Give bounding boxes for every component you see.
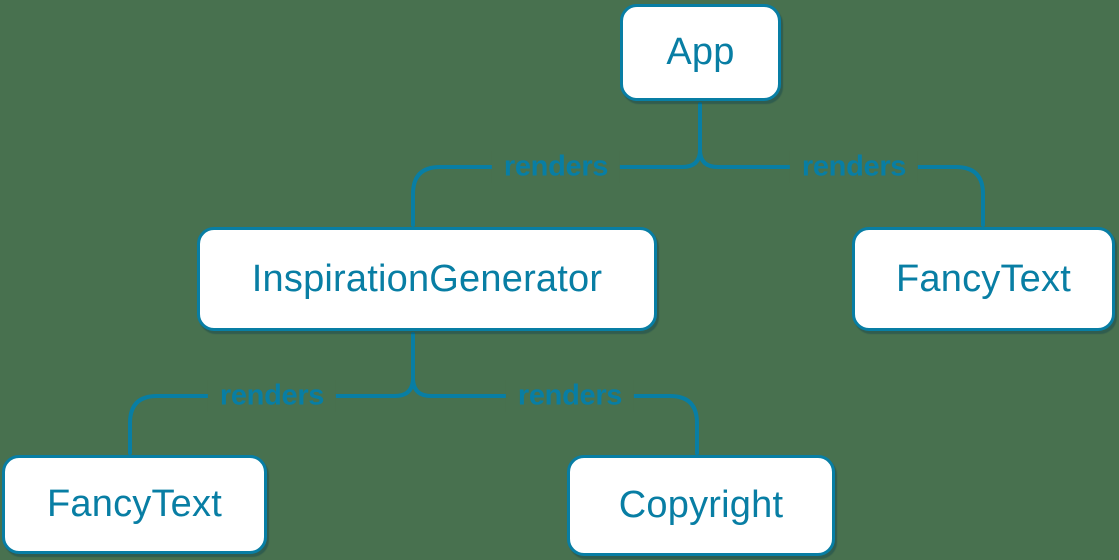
edge-label-renders-app-fancytext: renders xyxy=(789,150,919,184)
node-copyright: Copyright xyxy=(567,455,835,556)
edge-label-renders-inspirationgenerator-copyright: renders xyxy=(505,379,635,413)
node-app: App xyxy=(620,4,781,101)
node-app-label: App xyxy=(666,31,735,73)
node-copyright-label: Copyright xyxy=(618,484,784,526)
edge-label-renders-app-inspirationgenerator: renders xyxy=(491,150,621,184)
node-fancytext-bottom: FancyText xyxy=(2,455,267,554)
node-inspirationgenerator: InspirationGenerator xyxy=(197,227,657,331)
node-fancytext-top-label: FancyText xyxy=(896,257,1071,300)
node-inspirationgenerator-label: InspirationGenerator xyxy=(251,257,603,300)
edge-inspirationgenerator-fancytext xyxy=(128,376,415,455)
node-fancytext-top: FancyText xyxy=(852,227,1115,331)
node-fancytext-bottom-label: FancyText xyxy=(47,483,222,525)
edge-inspirationgenerator-copyright xyxy=(411,376,699,455)
edge-label-renders-inspirationgenerator-fancytext: renders xyxy=(207,379,337,413)
edge-app-fancytext xyxy=(698,148,985,227)
edge-app-inspirationgenerator xyxy=(411,148,702,227)
